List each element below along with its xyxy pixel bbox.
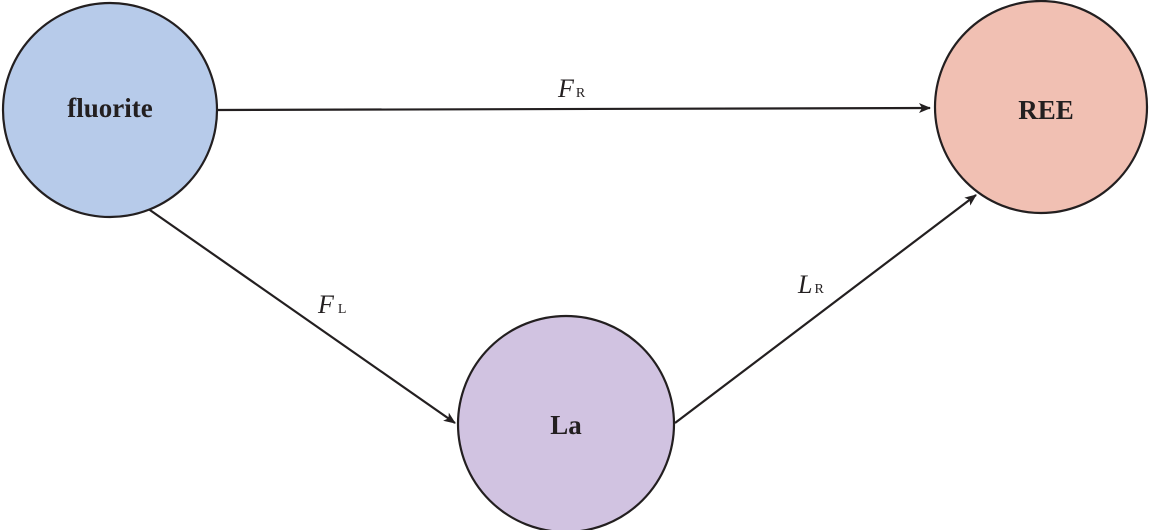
node-la-label: La (550, 410, 582, 440)
edge-label-lr-subscript: R (814, 282, 824, 297)
node-fluorite-label: fluorite (67, 93, 152, 123)
edge-label-fl-symbol: F (317, 290, 335, 319)
edge-fluorite-to-la (146, 207, 456, 424)
node-ree-label: REE (1018, 95, 1074, 125)
edge-label-fl-subscript: L (338, 302, 347, 317)
node-la-circle (456, 314, 676, 530)
node-la: La (456, 314, 676, 530)
edge-la-to-ree (674, 194, 977, 424)
edge-label-fr-subscript: R (576, 86, 586, 101)
node-ree: REE (933, 0, 1149, 215)
node-fluorite: fluorite (1, 1, 219, 219)
edge-label-fr-symbol: F (557, 74, 575, 103)
edge-fluorite-to-ree (216, 103, 931, 114)
node-ree-circle (933, 0, 1149, 215)
node-fluorite-circle (1, 1, 219, 219)
edge-label-lr-symbol: L (797, 270, 812, 299)
